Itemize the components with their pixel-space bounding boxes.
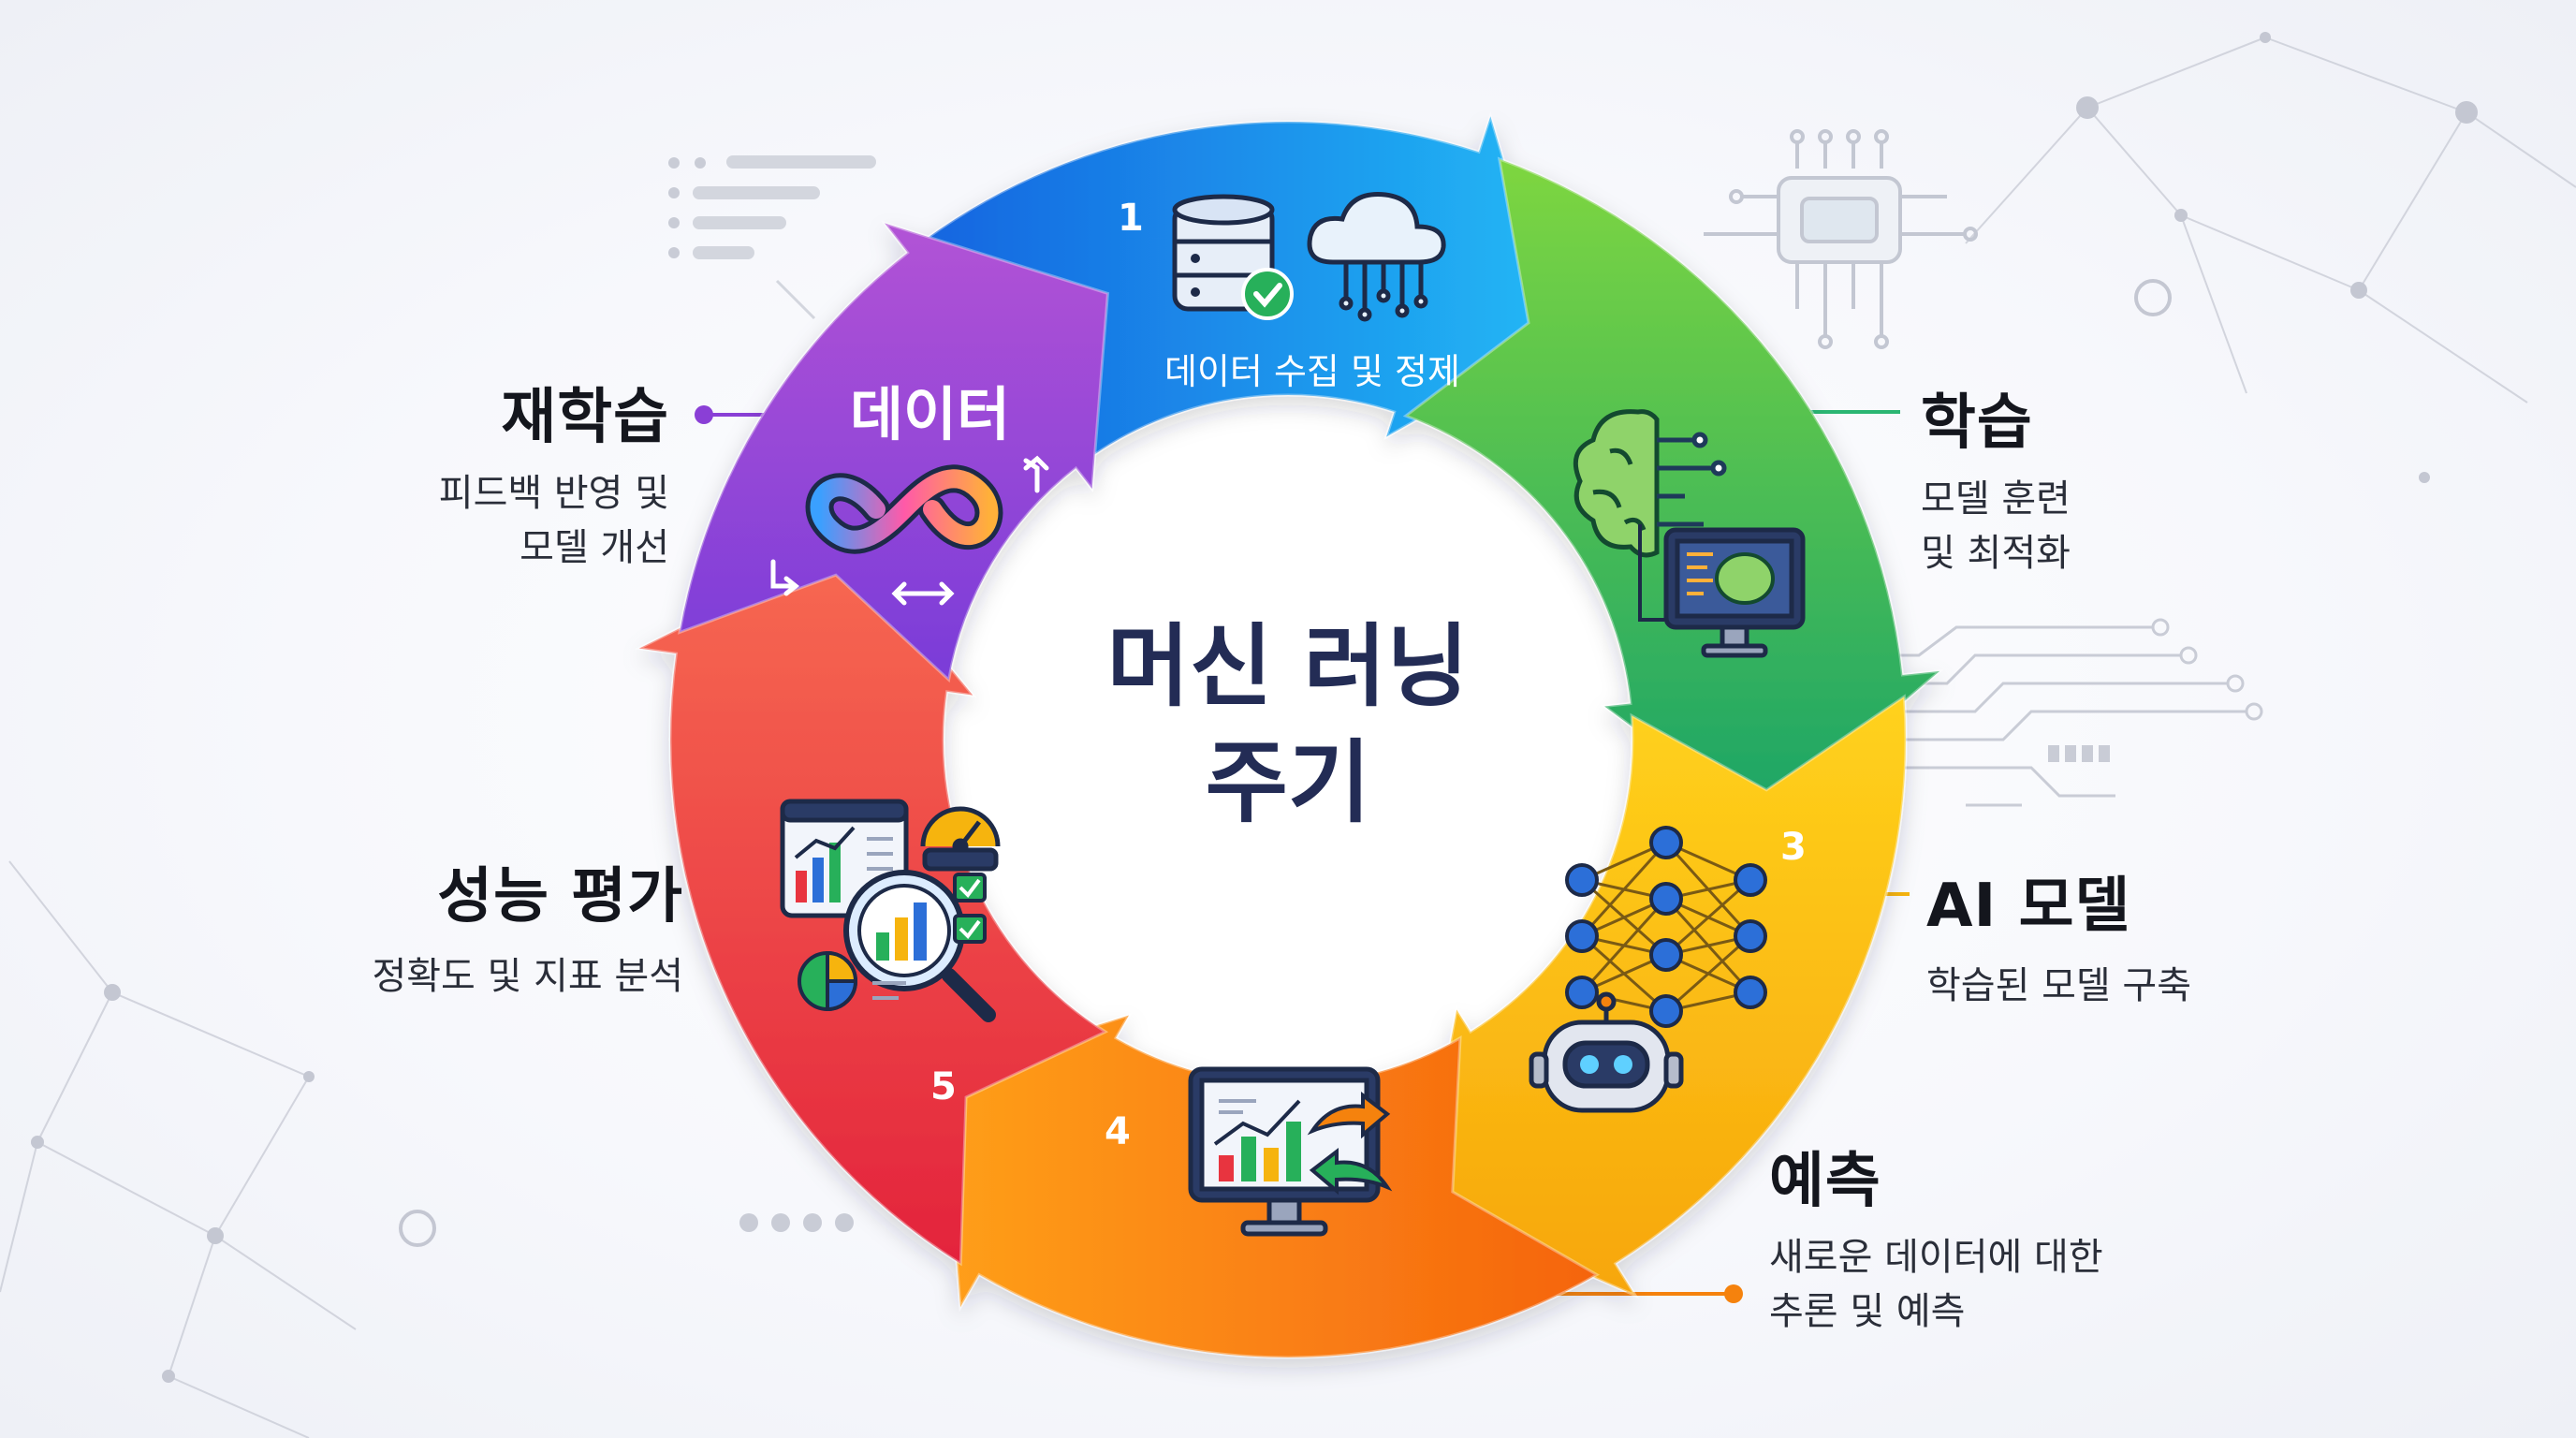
check-icon [1241,268,1294,320]
retrain-title: 재학습 [501,383,669,452]
stage-number-5: 5 [930,1065,957,1108]
model-desc: 학습된 모델 구축 [1926,964,2192,1007]
predict-desc-1: 새로운 데이터에 대한 [1769,1236,2103,1279]
checklist-icon [953,873,987,944]
magnifier-icon [843,870,996,1022]
model-title: AI 모델 [1926,872,2131,941]
data-stage-banner: 데이터 수집 및 정제 [1164,351,1460,392]
brain-icon [1573,409,1727,558]
train-desc-1: 모델 훈련 [1921,477,2071,521]
chip-icon [1704,129,1978,349]
retrain-desc-2: 모델 개선 [520,526,669,569]
center-title-line1: 머신 러닝 [1106,614,1470,719]
bar-decor [2048,745,2110,762]
infinity-icon [805,464,1003,554]
stage-number-3: 3 [1780,826,1807,869]
model-label: AI 모델 학습된 모델 구축 [1926,858,2191,1013]
text-lines-decor [668,155,876,320]
ring-decor [2134,279,2172,316]
train-label: 학습 모델 훈련 및 최적화 [1921,374,2071,580]
network-lines [0,37,2576,1438]
cloud-icon [1307,192,1446,322]
dots-decor [739,1213,854,1232]
train-title: 학습 [1921,389,2033,458]
cycle-arrows-icon [770,455,1049,606]
eval-label: 성능 평가 정확도 및 지표 분석 [281,848,683,1004]
monitor-icon [1663,527,1806,658]
center-disc [942,393,1634,1086]
predict-title: 예측 [1769,1147,1881,1216]
stage-number-1: 1 [1118,197,1144,240]
retrain-desc-1: 피드백 반영 및 [438,472,669,515]
retrain-label: 재학습 피드백 반영 및 모델 개선 [309,369,669,575]
retrain-segment-label: 데이터 [850,380,1011,448]
circuit-nodes [2151,618,2263,721]
robot-icon [1529,991,1684,1113]
monitor-chart-icon [1188,1066,1381,1237]
arrows-icon [1307,1091,1393,1196]
neural-network-icon [1565,826,1767,1028]
pie-chart-icon [798,950,906,1012]
train-segment [1402,156,1944,826]
ring-decor [399,1210,436,1247]
flow-arrow-icon [1638,524,1664,622]
predict-label: 예측 새로운 데이터에 대한 추론 및 예측 [1769,1133,2103,1339]
center-title: 머신 러닝 주기 [1054,609,1522,841]
eval-title: 성능 평가 [437,862,683,932]
gauge-icon [920,806,1001,872]
train-desc-2: 및 최적화 [1921,532,2071,575]
stage-number-4: 4 [1105,1110,1131,1153]
retrain-segment [678,220,1110,683]
center-title-line2: 주기 [1205,730,1371,835]
eval-desc: 정확도 및 지표 분석 [372,955,683,998]
predict-desc-2: 추론 및 예측 [1769,1290,1966,1333]
network-nodes [31,32,2478,1383]
